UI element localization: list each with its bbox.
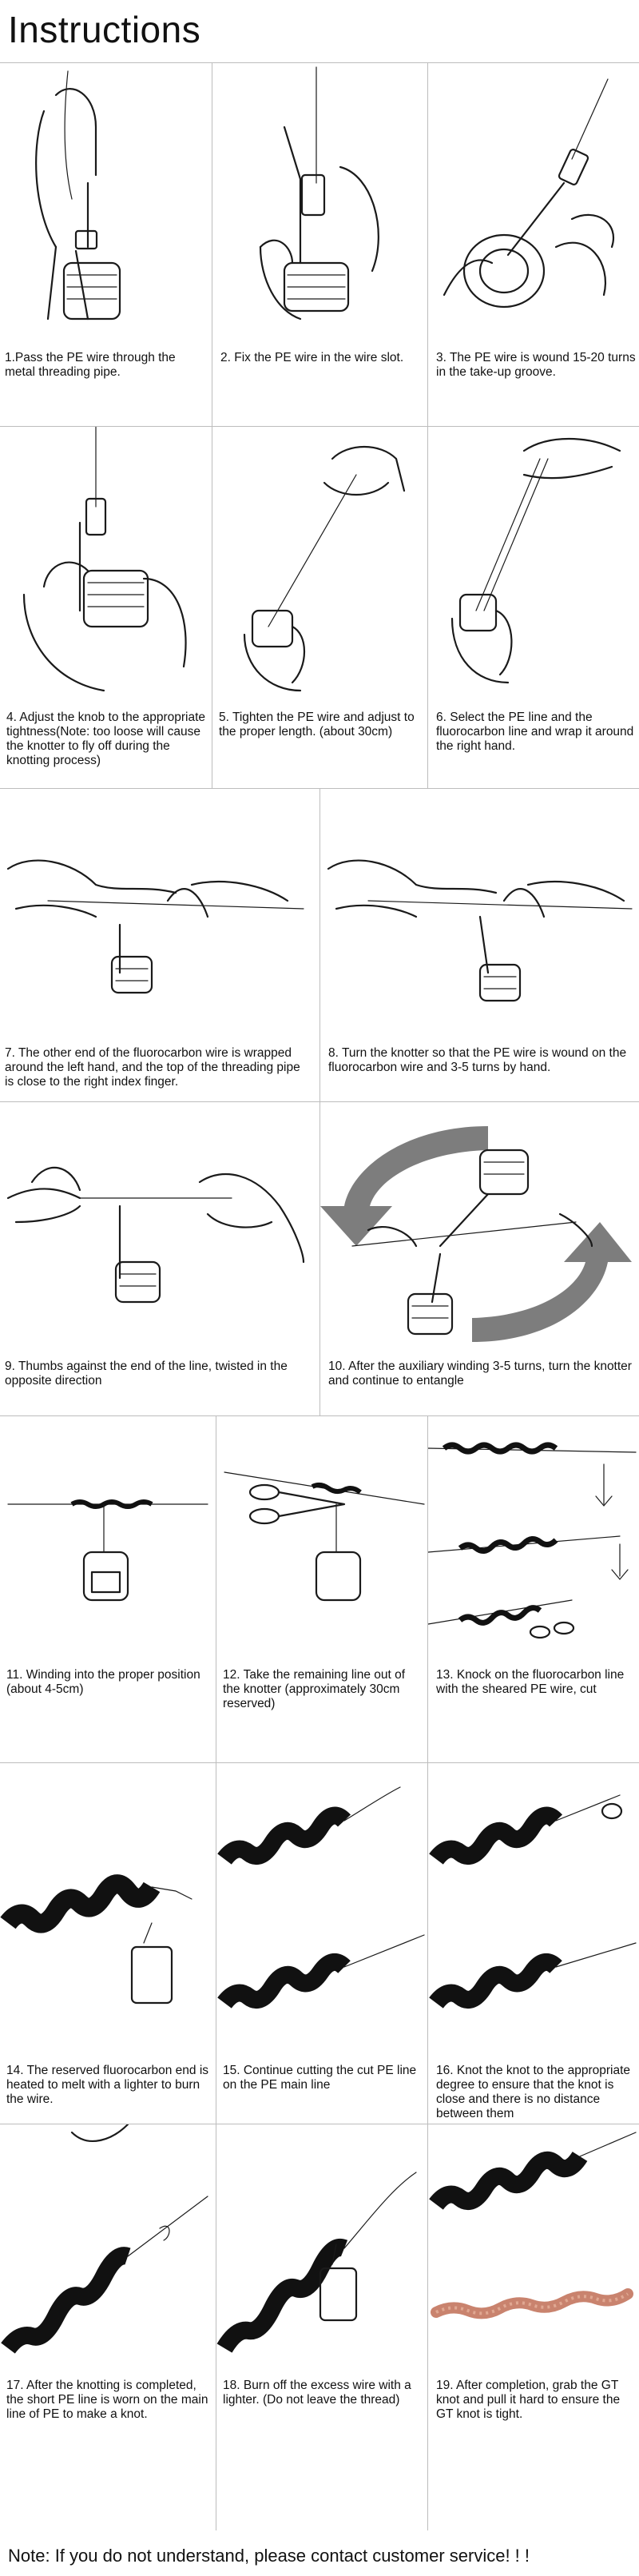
step-13-panel: 13. Knock on the fluorocarbon line with …	[427, 1416, 639, 1763]
step-12-illustration	[224, 1471, 425, 1602]
step-15-illustration	[217, 1786, 425, 2009]
instruction-row-3: 7. The other end of the fluorocarbon wir…	[0, 788, 639, 1102]
step-14-panel: 14. The reserved fluorocarbon end is hea…	[0, 1763, 216, 2124]
step-5-caption: 5. Tighten the PE wire and adjust to the…	[219, 711, 415, 739]
step-17-caption: 17. After the knotting is completed, the…	[6, 2379, 208, 2421]
step-9-caption: 9. Thumbs against the end of the line, t…	[5, 1360, 288, 1388]
step-4-panel: 4. Adjust the knob to the appropriate ti…	[0, 427, 212, 789]
step-8-caption: 8. Turn the knotter so that the PE wire …	[328, 1046, 627, 1074]
instruction-row-2: 4. Adjust the knob to the appropriate ti…	[0, 426, 639, 789]
finished-gt-knot	[431, 2288, 633, 2319]
instruction-row-5: 11. Winding into the proper position (ab…	[0, 1415, 639, 1763]
step-13-illustration	[428, 1442, 637, 1639]
step-5-illustration	[243, 445, 406, 692]
step-19-panel: 19. After completion, grab the GT knot a…	[427, 2124, 639, 2530]
step-10-illustration	[320, 1126, 632, 1342]
step-11-illustration	[7, 1499, 208, 1602]
step-15-caption: 15. Continue cutting the cut PE line on …	[223, 2064, 417, 2092]
step-14-illustration	[0, 1874, 192, 2005]
step-4-illustration	[22, 427, 187, 692]
step-16-panel: 16. Knot the knot to the appropriate deg…	[427, 1763, 639, 2124]
step-4-caption: 4. Adjust the knob to the appropriate ti…	[6, 711, 206, 767]
step-10-caption: 10. After the auxiliary winding 3-5 turn…	[328, 1360, 632, 1388]
rotation-arrow-right-icon	[472, 1222, 632, 1342]
step-16-illustration	[429, 1794, 637, 2009]
step-18-panel: 18. Burn off the excess wire with a ligh…	[216, 2124, 427, 2530]
step-8-panel: 8. Turn the knotter so that the PE wire …	[320, 789, 639, 1102]
instruction-row-4: 9. Thumbs against the end of the line, t…	[0, 1101, 639, 1416]
step-15-panel: 15. Continue cutting the cut PE line on …	[216, 1763, 427, 2124]
step-8-illustration	[327, 859, 633, 1002]
step-2-caption: 2. Fix the PE wire in the wire slot.	[220, 351, 404, 364]
step-2-panel: 2. Fix the PE wire in the wire slot.	[212, 63, 427, 427]
step-6-illustration	[450, 437, 621, 684]
step-16-caption: 16. Knot the knot to the appropriate deg…	[436, 2064, 631, 2120]
step-19-illustration	[429, 2132, 637, 2319]
step-1-caption: 1.Pass the PE wire through the metal thr…	[5, 351, 176, 379]
step-17-panel: 17. After the knotting is completed, the…	[0, 2124, 216, 2530]
step-5-panel: 5. Tighten the PE wire and adjust to the…	[212, 427, 427, 789]
step-1-panel: 1.Pass the PE wire through the metal thr…	[0, 63, 212, 427]
step-19-caption: 19. After completion, grab the GT knot a…	[436, 2379, 621, 2421]
step-7-panel: 7. The other end of the fluorocarbon wir…	[0, 789, 320, 1102]
step-17-illustration	[1, 2124, 208, 2354]
step-14-caption: 14. The reserved fluorocarbon end is hea…	[6, 2064, 209, 2106]
step-3-panel: 3. The PE wire is wound 15-20 turns in t…	[427, 63, 639, 427]
step-2-illustration	[259, 66, 379, 321]
step-9-panel: 9. Thumbs against the end of the line, t…	[0, 1102, 320, 1416]
step-9-illustration	[6, 1166, 305, 1304]
support-note: Note: If you do not understand, please c…	[8, 2546, 530, 2566]
step-6-panel: 6. Select the PE line and the fluorocarb…	[427, 427, 639, 789]
step-11-panel: 11. Winding into the proper position (ab…	[0, 1416, 216, 1763]
instruction-row-6: 14. The reserved fluorocarbon end is hea…	[0, 1762, 639, 2124]
step-7-caption: 7. The other end of the fluorocarbon wir…	[5, 1046, 300, 1089]
step-6-caption: 6. Select the PE line and the fluorocarb…	[436, 711, 634, 753]
step-3-caption: 3. The PE wire is wound 15-20 turns in t…	[436, 351, 636, 379]
step-13-caption: 13. Knock on the fluorocarbon line with …	[436, 1668, 625, 1696]
step-12-caption: 12. Take the remaining line out of the k…	[223, 1668, 406, 1710]
instruction-row-1: 1.Pass the PE wire through the metal thr…	[0, 62, 639, 427]
step-3-illustration	[443, 78, 614, 309]
step-7-illustration	[6, 859, 304, 994]
page-title: Instructions	[8, 9, 201, 50]
rotation-arrow-left-icon	[320, 1126, 488, 1246]
step-18-illustration	[216, 2172, 417, 2353]
step-10-panel: 10. After the auxiliary winding 3-5 turn…	[320, 1102, 639, 1416]
step-18-caption: 18. Burn off the excess wire with a ligh…	[223, 2379, 411, 2407]
step-1-illustration	[35, 70, 121, 321]
step-11-caption: 11. Winding into the proper position (ab…	[6, 1668, 200, 1696]
step-12-panel: 12. Take the remaining line out of the k…	[216, 1416, 427, 1763]
instruction-row-7: 17. After the knotting is completed, the…	[0, 2124, 639, 2530]
